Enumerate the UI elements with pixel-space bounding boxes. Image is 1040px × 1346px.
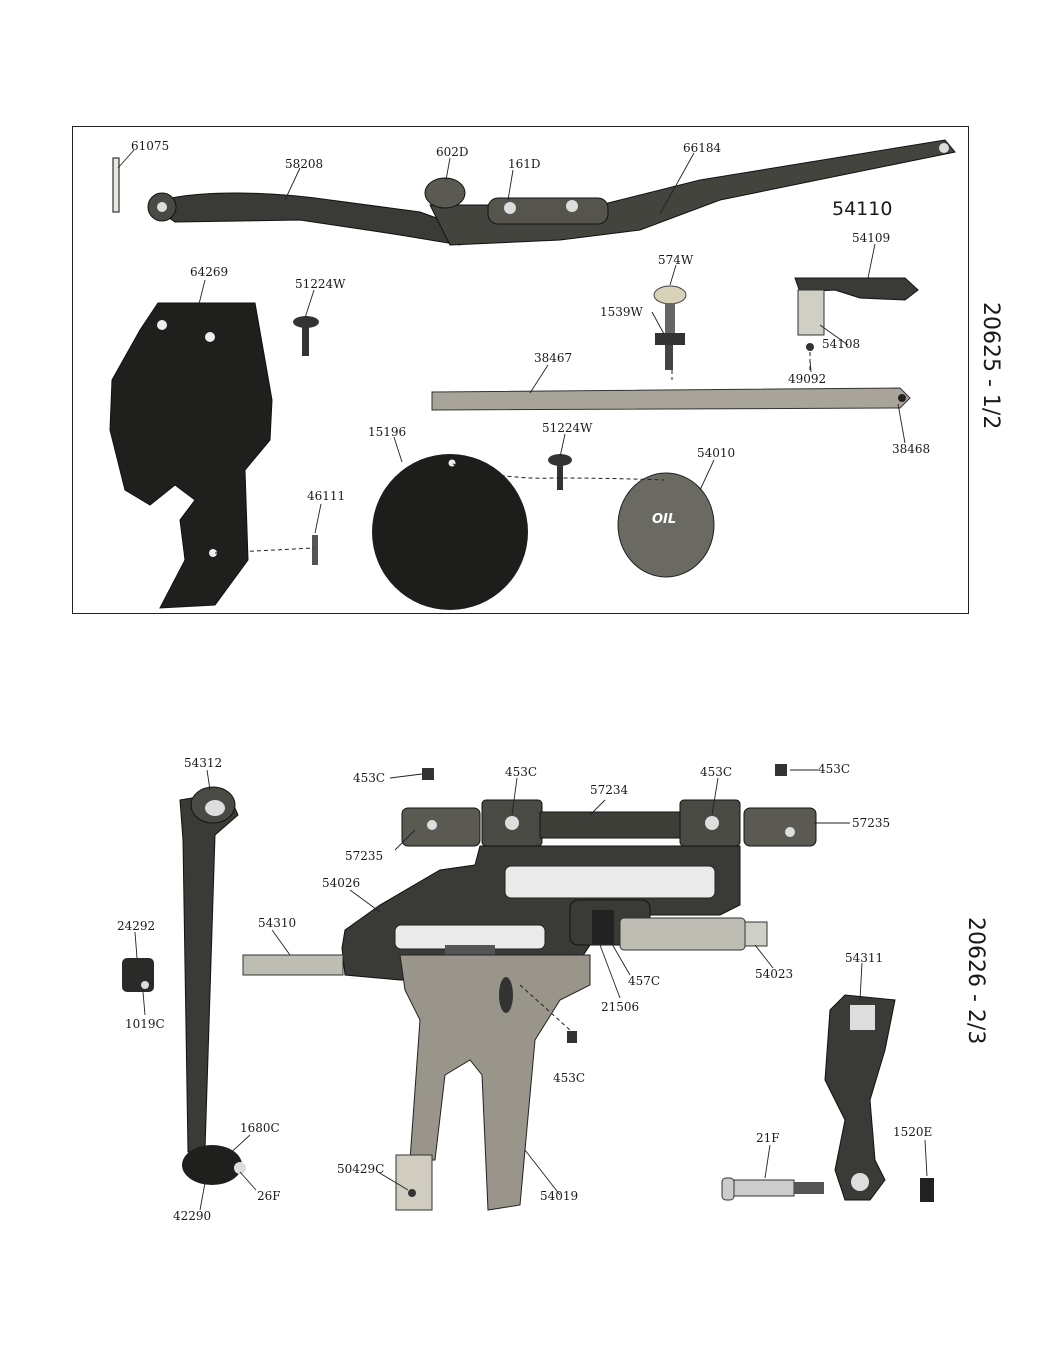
label-64269: 64269 (190, 266, 228, 278)
plate-2-drawings (122, 764, 934, 1210)
nut-1520e (920, 1178, 934, 1202)
set-screw-453c-e (567, 1031, 577, 1043)
label-1680c: 1680C (240, 1122, 280, 1134)
label-57235-a: 57235 (345, 850, 383, 862)
oil-cap-text: OIL (652, 513, 676, 526)
link-54312 (180, 792, 238, 1152)
label-51224w-a: 51224W (295, 278, 346, 290)
label-42290: 42290 (173, 1210, 211, 1222)
label-26f: 26F (257, 1190, 281, 1202)
plate-64269 (110, 303, 272, 608)
label-54110: 54110 (832, 200, 892, 219)
label-54311: 54311 (845, 952, 883, 964)
label-1539w: 1539W (600, 306, 643, 318)
label-21f: 21F (756, 1132, 780, 1144)
label-54109: 54109 (852, 232, 890, 244)
thumb-screw-574w (654, 286, 686, 304)
label-1520e: 1520E (893, 1126, 932, 1138)
label-574w: 574W (658, 254, 693, 266)
label-453c-e: 453C (553, 1072, 585, 1084)
plate-2-id: 20626 - 2/3 (963, 917, 988, 1044)
label-61075: 61075 (131, 140, 169, 152)
label-51224w-b: 51224W (542, 422, 593, 434)
shaft-54310 (243, 955, 343, 975)
label-54108: 54108 (822, 338, 860, 350)
label-15196: 15196 (368, 426, 406, 438)
label-54010: 54010 (697, 447, 735, 459)
clamp-50429c (396, 1155, 432, 1210)
pin-46111 (312, 535, 318, 565)
label-453c-a: 453C (353, 772, 385, 784)
label-54026: 54026 (322, 877, 360, 889)
label-1019c: 1019C (125, 1018, 165, 1030)
label-453c-c: 453C (700, 766, 732, 778)
label-38467: 38467 (534, 352, 572, 364)
pin-61075 (113, 158, 119, 212)
plate-1-drawings (110, 140, 955, 610)
label-46111: 46111 (307, 490, 345, 502)
label-457c: 457C (628, 975, 660, 987)
rod-38467 (432, 388, 910, 410)
lever-58208 (150, 193, 470, 245)
label-66184: 66184 (683, 142, 721, 154)
label-24292: 24292 (117, 920, 155, 932)
frame-54026 (342, 800, 816, 980)
label-57235-b: 57235 (852, 817, 890, 829)
label-49092: 49092 (788, 373, 826, 385)
stud-21f (722, 1178, 734, 1200)
post-54108 (798, 290, 824, 335)
label-57234: 57234 (590, 784, 628, 796)
label-453c-d: 453C (818, 763, 850, 775)
disc-15196 (372, 454, 528, 610)
label-161d: 161D (508, 158, 541, 170)
set-screw-453c-b (775, 764, 787, 776)
label-602d: 602D (436, 146, 469, 158)
label-58208: 58208 (285, 158, 323, 170)
label-54019: 54019 (540, 1190, 578, 1202)
screw-602d (425, 178, 465, 208)
plate-1-id: 20625 - 1/2 (978, 302, 1003, 429)
label-50429c: 50429C (337, 1163, 384, 1175)
set-screw-453c-a (422, 768, 434, 780)
label-54312: 54312 (184, 757, 222, 769)
collar-24292 (122, 958, 154, 992)
label-54310: 54310 (258, 917, 296, 929)
label-21506: 21506 (601, 1001, 639, 1013)
label-54023: 54023 (755, 968, 793, 980)
label-453c-b: 453C (505, 766, 537, 778)
label-38468: 38468 (892, 443, 930, 455)
